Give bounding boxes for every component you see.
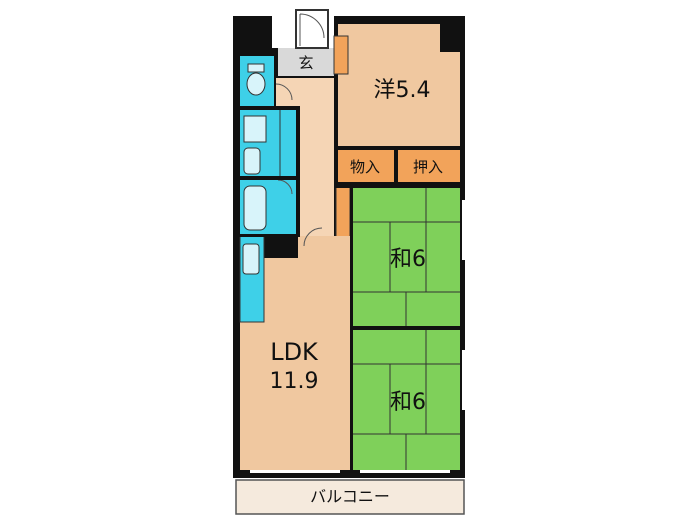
windows [250, 200, 465, 473]
stove-icon [242, 243, 260, 275]
toilet-icon [246, 72, 266, 96]
closet-room [398, 150, 460, 182]
entrance-label: 玄 [298, 54, 313, 72]
entrance-door-frame [295, 9, 329, 49]
wall-storage-bottom [334, 182, 460, 188]
washing-machine-icon [243, 115, 267, 143]
ldk-size-label: 11.9 [270, 369, 319, 394]
sink-icon [243, 147, 261, 175]
wall-ldk-east [350, 188, 353, 470]
wall-corridor-east [334, 80, 338, 184]
ldk-upper [298, 236, 350, 260]
closet-label: 押入 [413, 158, 443, 176]
wall-west-corridor [296, 106, 300, 236]
balcony [235, 479, 465, 515]
corridor [300, 78, 334, 258]
ldk-label: LDK [270, 338, 319, 366]
wall-bath-top [236, 176, 300, 180]
balcony-label: バルコニー [310, 487, 390, 506]
column-top-right [440, 20, 462, 52]
bathtub-icon [243, 185, 267, 231]
entrance-door-arc [299, 13, 325, 46]
western-room-label: 洋5.4 [374, 78, 431, 103]
western-room [338, 24, 460, 148]
japanese-room-1-label: 和6 [390, 247, 426, 272]
entrance-shoe-box [333, 35, 349, 75]
wall-western-bottom [334, 146, 460, 150]
bath-door-arc [277, 179, 293, 195]
toilet-door-arc [275, 83, 293, 101]
tatami-lines-1 [352, 188, 460, 326]
storage-label: 物入 [350, 158, 380, 176]
entrance-area [278, 48, 334, 76]
wall-japanese-split [352, 326, 460, 330]
wall-storage-split [394, 150, 398, 182]
corridor-door-arc [303, 227, 323, 247]
wall-washroom-top [236, 106, 300, 110]
toilet-tank-icon [247, 63, 265, 73]
wall-bath-bottom [236, 234, 300, 237]
tatami-lines-2 [352, 330, 460, 470]
storage-room [336, 150, 394, 182]
japanese-room-2-label: 和6 [390, 390, 426, 415]
corridor-left [276, 78, 302, 108]
